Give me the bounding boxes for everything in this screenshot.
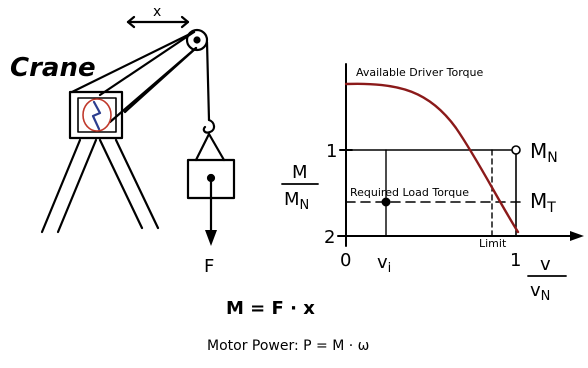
pulley-wheel — [185, 28, 209, 52]
crane-title: Crane — [10, 53, 96, 83]
moment-equation: M = F · x — [226, 298, 315, 319]
y-tick-1: 1 — [326, 141, 337, 162]
x-tick-1: 1 — [510, 250, 521, 271]
y-axis-denominator: MN — [284, 189, 309, 213]
crane-illustration — [40, 15, 236, 246]
force-label: F — [204, 256, 214, 277]
required-load-torque-label: Required Load Torque — [350, 186, 469, 199]
mt-label: MT — [530, 189, 556, 216]
vi-label: vi — [377, 252, 391, 276]
x-axis-numerator: v — [540, 254, 551, 275]
x-label: x — [153, 4, 161, 20]
mn-label: MN — [530, 139, 558, 166]
crane-jib — [70, 30, 198, 124]
x-dimension-arrow — [126, 15, 190, 29]
available-driver-torque-label: Available Driver Torque — [356, 66, 483, 79]
origin-label: 0 — [340, 250, 351, 271]
motor-housing — [68, 90, 124, 140]
x-axis-denominator: vN — [530, 280, 550, 304]
motor-power-equation: Motor Power: P = M · ω — [207, 338, 369, 354]
rated-point — [511, 145, 521, 155]
torque-graph — [281, 63, 584, 277]
y-axis-numerator: M — [292, 162, 308, 183]
available-driver-torque-curve — [344, 82, 520, 234]
crane-legs — [40, 138, 160, 234]
hoist-rope — [205, 40, 211, 122]
limit-label: Limit — [479, 237, 507, 250]
y-tick-2: 2 — [324, 227, 335, 248]
hook — [202, 118, 216, 134]
